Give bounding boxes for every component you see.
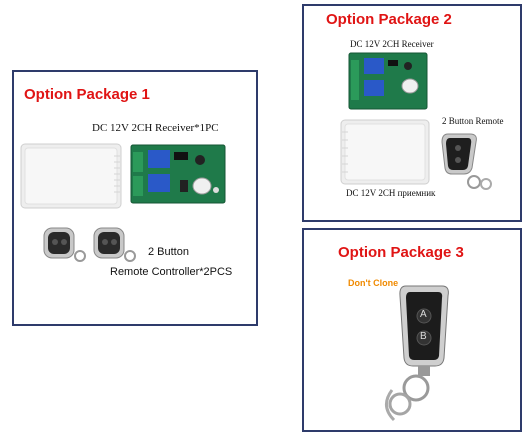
remote-control-image: A B [364, 280, 474, 430]
remote-control-image-2 [93, 227, 136, 262]
enclosure-box-image [20, 143, 122, 209]
receiver-board-image [348, 52, 428, 110]
button-b-label: B [420, 331, 427, 342]
option-package-2-panel: Option Package 2 DC 12V 2CH Receiver 2 B… [302, 4, 522, 222]
package-1-remote-label-line-2: Remote Controller*2PCS [110, 266, 233, 278]
package-1-remote-label-line-1: 2 Button [148, 246, 189, 258]
package-2-bottom-label: DC 12V 2CH приемник [346, 188, 436, 198]
button-a-label: A [420, 309, 427, 320]
dont-clone-note: Don't Clone [348, 278, 399, 288]
enclosure-box-image [340, 119, 430, 185]
package-2-title: Option Package 2 [326, 11, 452, 28]
package-2-receiver-label: DC 12V 2CH Receiver [350, 39, 434, 49]
package-2-remote-label: 2 Button Remote [442, 116, 504, 126]
option-package-1-panel: Option Package 1 DC 12V 2CH Receiver*1PC [12, 70, 258, 326]
option-package-3-panel: Option Package 3 Don't Clone A B [302, 228, 522, 432]
remote-control-image-1 [43, 227, 86, 262]
receiver-board-image [130, 144, 226, 204]
remote-control-image [441, 133, 492, 190]
package-1-title: Option Package 1 [24, 86, 150, 103]
package-1-receiver-label: DC 12V 2CH Receiver*1PC [92, 122, 219, 134]
package-3-title: Option Package 3 [338, 244, 464, 261]
